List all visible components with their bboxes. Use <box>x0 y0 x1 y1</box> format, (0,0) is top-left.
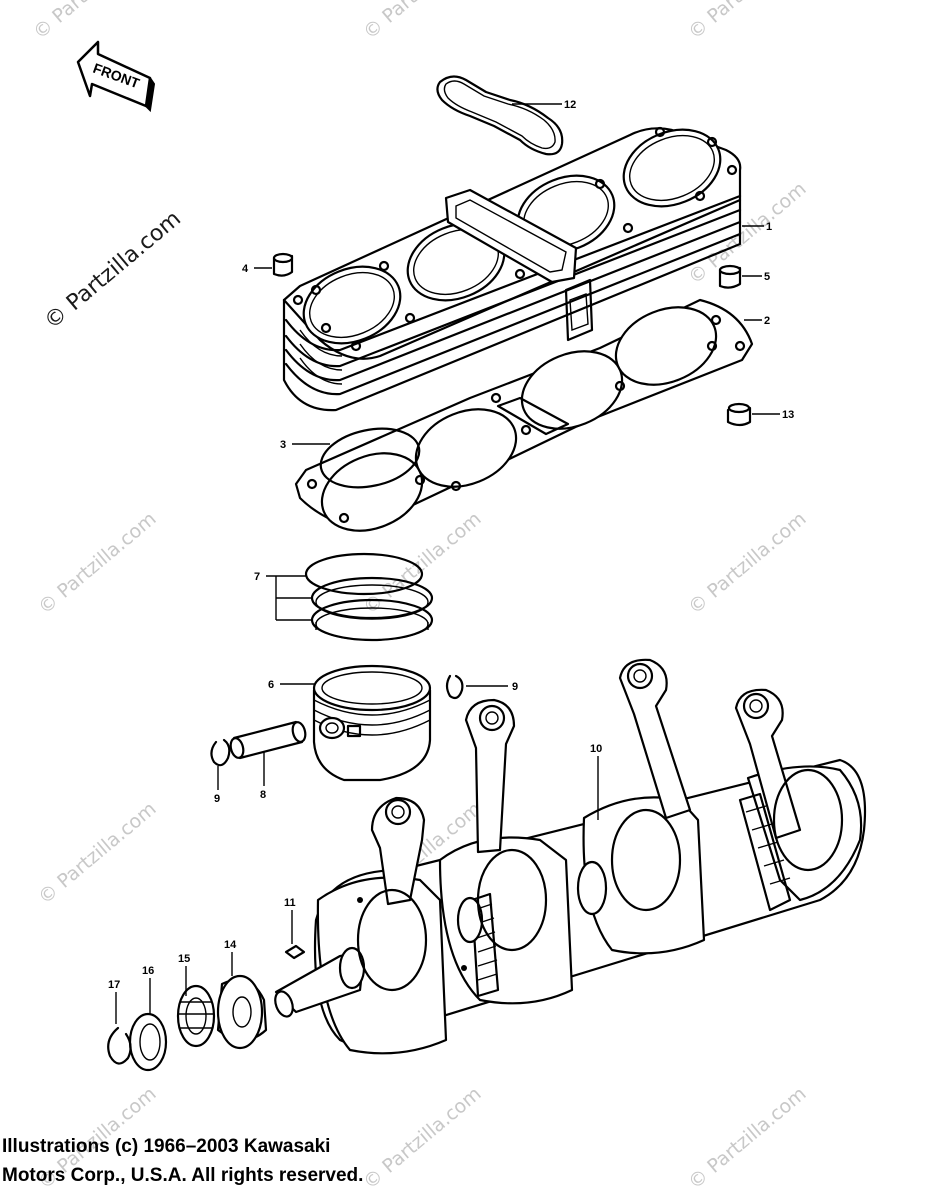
copyright-line-1: Illustrations (c) 1966–2003 Kawasaki <box>2 1136 331 1157</box>
callout-9-left: 9 <box>214 793 220 805</box>
head-cover-gasket <box>436 75 564 156</box>
o-ring <box>319 427 421 489</box>
watermark: © Partzilla.com <box>29 0 155 44</box>
callout-6: 6 <box>268 679 274 691</box>
callout-14: 14 <box>224 939 237 951</box>
callout-16: 16 <box>142 965 154 977</box>
copyright-line-2: Motors Corp., U.S.A. All rights reserved… <box>2 1165 364 1186</box>
watermark: © Partzilla.com <box>684 0 810 44</box>
callout-labels: 1 2 3 4 5 6 7 8 9 9 10 11 12 13 14 15 16… <box>108 99 794 991</box>
cap-nut-13 <box>726 402 752 427</box>
copyright-notice: Illustrations (c) 1966–2003 Kawasaki Mot… <box>2 1132 602 1190</box>
needle-bearing <box>176 984 216 1048</box>
watermark: © Partzilla.com <box>34 798 160 909</box>
callout-11: 11 <box>284 897 296 909</box>
circlip-left <box>210 738 231 767</box>
callout-15: 15 <box>178 953 190 965</box>
callout-9-right: 9 <box>512 681 518 693</box>
callout-3: 3 <box>280 439 286 451</box>
base-gasket <box>294 298 754 532</box>
dowel-pin-5 <box>718 264 742 289</box>
callout-12: 12 <box>564 99 576 111</box>
leader-lines <box>115 103 780 1024</box>
crankshaft-assembly <box>274 658 867 1055</box>
snap-ring <box>107 1026 132 1065</box>
watermark: © Partzilla.com <box>684 1083 810 1194</box>
piston <box>312 664 432 782</box>
watermark: © Partzilla.com <box>359 0 485 44</box>
circlip-right <box>445 674 464 700</box>
callout-8: 8 <box>260 789 266 801</box>
watermark-main: © Partzilla.com <box>40 206 186 334</box>
callout-5: 5 <box>764 271 770 283</box>
callout-2: 2 <box>764 315 770 327</box>
callout-13: 13 <box>782 409 794 421</box>
callout-1: 1 <box>766 221 772 233</box>
callout-7: 7 <box>254 571 260 583</box>
piston-pin <box>229 720 307 760</box>
watermark: © Partzilla.com <box>34 508 160 619</box>
front-arrow-icon: FRONT <box>76 40 156 113</box>
dowel-pin-4 <box>272 252 294 277</box>
callout-10: 10 <box>590 743 602 755</box>
woodruff-key <box>284 944 306 960</box>
washer <box>128 1012 168 1072</box>
callout-17: 17 <box>108 979 120 991</box>
cylinder-block <box>282 126 742 412</box>
collar <box>216 974 268 1050</box>
watermark: © Partzilla.com <box>684 508 810 619</box>
callout-4: 4 <box>242 263 249 275</box>
